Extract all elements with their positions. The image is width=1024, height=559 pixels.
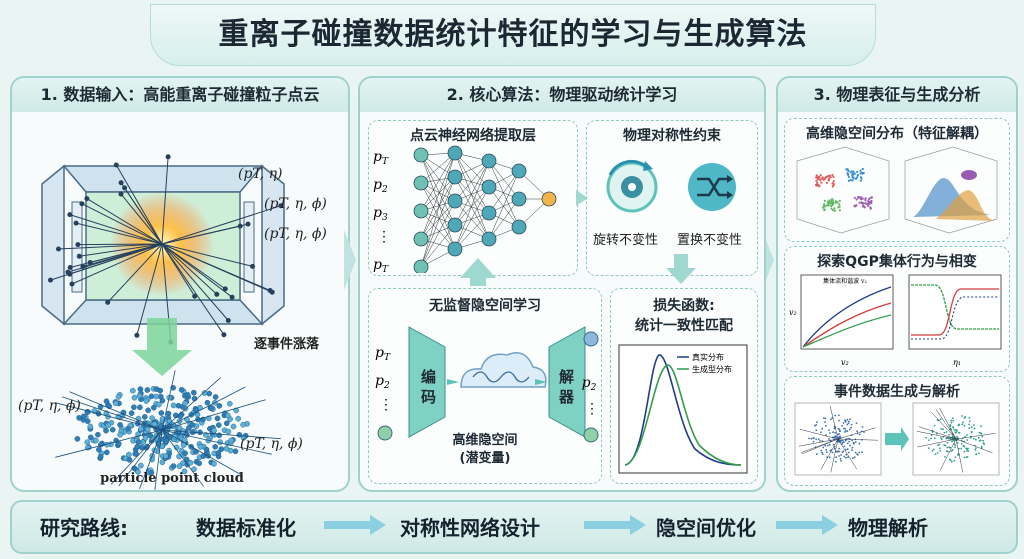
symmetry-icons — [606, 159, 736, 213]
route-label: 研究路线: — [40, 516, 128, 540]
tuple-label: (pT, η, ϕ) — [264, 226, 327, 242]
flow-arrow-icon — [344, 230, 356, 290]
qgp-box: 探索QGP集体行为与相变 集体流和谐波 v₂ v₂ v₂ η₁ — [784, 246, 1010, 372]
event-generation-title: 事件数据生成与解析 — [834, 384, 960, 400]
svg-text:pT: pT — [375, 345, 391, 363]
route-step: 隐空间优化 — [656, 516, 756, 540]
cloud-icon — [460, 352, 547, 388]
arrow-right-icon — [324, 515, 386, 535]
svg-text:⋮: ⋮ — [585, 401, 599, 417]
svg-text:⋮: ⋮ — [377, 229, 391, 245]
svg-text:⋮: ⋮ — [379, 397, 393, 413]
event-plots — [794, 402, 1000, 476]
rotation-label: 旋转不变性 — [593, 233, 659, 248]
encoder-label: 编码 — [421, 368, 437, 406]
route-step: 对称性网络设计 — [400, 516, 540, 540]
symmetry-box: 物理对称性约束 旋转不变性 置换不变性 — [586, 120, 758, 276]
svg-text:p2: p2 — [375, 373, 390, 391]
legend-generated: 生成型分布 — [692, 364, 732, 374]
latent-3d-plots — [796, 146, 998, 234]
svg-text:v₂: v₂ — [789, 308, 797, 317]
research-route-bar — [10, 500, 1018, 554]
qgp-plots: 集体流和谐波 v₂ v₂ v₂ η₁ — [789, 274, 1002, 367]
arrow-right-icon — [576, 190, 588, 206]
svg-text:p3: p3 — [373, 205, 388, 223]
panel-title: 2. 核心算法：物理驱动统计学习 — [360, 78, 764, 112]
svg-text:p2: p2 — [582, 375, 597, 393]
distribution-plot: 真实分布 生成型分布 — [618, 344, 748, 474]
collision-diagram: (pT, η) (pT, η, ϕ) (pT, η, ϕ) 逐事件涨落 (pT,… — [18, 154, 327, 490]
panel-core-algorithm: 2. 核心算法：物理驱动统计学习 点云神经网络提取层 pT p2 p3 ⋮ pT… — [358, 76, 766, 492]
tuple-label: (pT, η, ϕ) — [264, 196, 327, 212]
nn-box: 点云神经网络提取层 pT p2 p3 ⋮ pT — [368, 120, 578, 276]
latent-distribution-box: 高维隐空间分布（特征解耦） — [784, 118, 1010, 242]
arrow-down-icon — [666, 254, 696, 284]
svg-text:η₁: η₁ — [953, 358, 961, 367]
panel-title: 3. 物理表征与生成分析 — [778, 78, 1016, 112]
latent-caption: 高维隐空间 — [452, 433, 518, 448]
loss-title: 损失函数: — [653, 298, 715, 314]
svg-text:pT: pT — [373, 257, 389, 273]
decoder-label: 解器 — [559, 368, 575, 406]
arrow-down-icon — [132, 318, 192, 376]
plot-title: 集体流和谐波 v₂ — [823, 277, 867, 285]
legend-true: 真实分布 — [692, 352, 724, 362]
loss-box: 损失函数: 统计一致性匹配 真实分布 生成型分布 — [610, 288, 758, 484]
panel-data-input: 1. 数据输入：高能重离子碰撞粒子点云 (pT, η) (pT, η, ϕ) (… — [10, 76, 350, 492]
arrow-up-icon — [460, 258, 496, 286]
latent-caption: (潜变量) — [459, 451, 511, 466]
event-generation-box: 事件数据生成与解析 — [784, 376, 1010, 486]
route-step: 数据标准化 — [196, 516, 296, 540]
svg-text:v₂: v₂ — [841, 358, 849, 367]
svg-text:p2: p2 — [373, 177, 388, 195]
latent-box: 无监督隐空间学习 pT p2 ⋮ p2 ⋮ 编码 解器 高维隐空间 (潜变量) — [368, 288, 602, 484]
route-step: 物理解析 — [848, 516, 928, 540]
qgp-title: 探索QGP集体行为与相变 — [817, 254, 977, 270]
cloud-label: particle point cloud — [100, 471, 244, 486]
svg-text:pT: pT — [373, 149, 389, 167]
permutation-label: 置换不变性 — [677, 233, 743, 248]
nn-title: 点云神经网络提取层 — [410, 128, 536, 144]
latent-distribution-title: 高维隐空间分布（特征解耦） — [806, 126, 988, 142]
rotation-icon — [606, 159, 658, 213]
loss-title: 统计一致性匹配 — [635, 318, 733, 334]
shuffle-icon — [688, 163, 736, 211]
panel-title: 1. 数据输入：高能重离子碰撞粒子点云 — [12, 78, 348, 112]
tuple-label: (pT, η, ϕ) — [240, 436, 303, 452]
latent-title: 无监督隐空间学习 — [429, 298, 541, 314]
symmetry-title: 物理对称性约束 — [623, 128, 721, 144]
arrow-right-icon — [776, 515, 838, 535]
neural-network-diagram: pT p2 p3 ⋮ pT — [373, 145, 557, 273]
fluctuation-label: 逐事件涨落 — [254, 336, 320, 352]
panel-physics-analysis: 3. 物理表征与生成分析 高维隐空间分布（特征解耦） 探索QGP集体行为与相变 … — [776, 76, 1018, 492]
autoencoder-diagram: pT p2 ⋮ p2 ⋮ — [375, 326, 599, 443]
tuple-label: (pT, η, ϕ) — [18, 398, 81, 414]
arrow-right-icon — [584, 515, 646, 535]
tuple-label: (pT, η) — [238, 166, 282, 182]
page-title: 重离子碰撞数据统计特征的学习与生成算法 — [150, 4, 876, 66]
